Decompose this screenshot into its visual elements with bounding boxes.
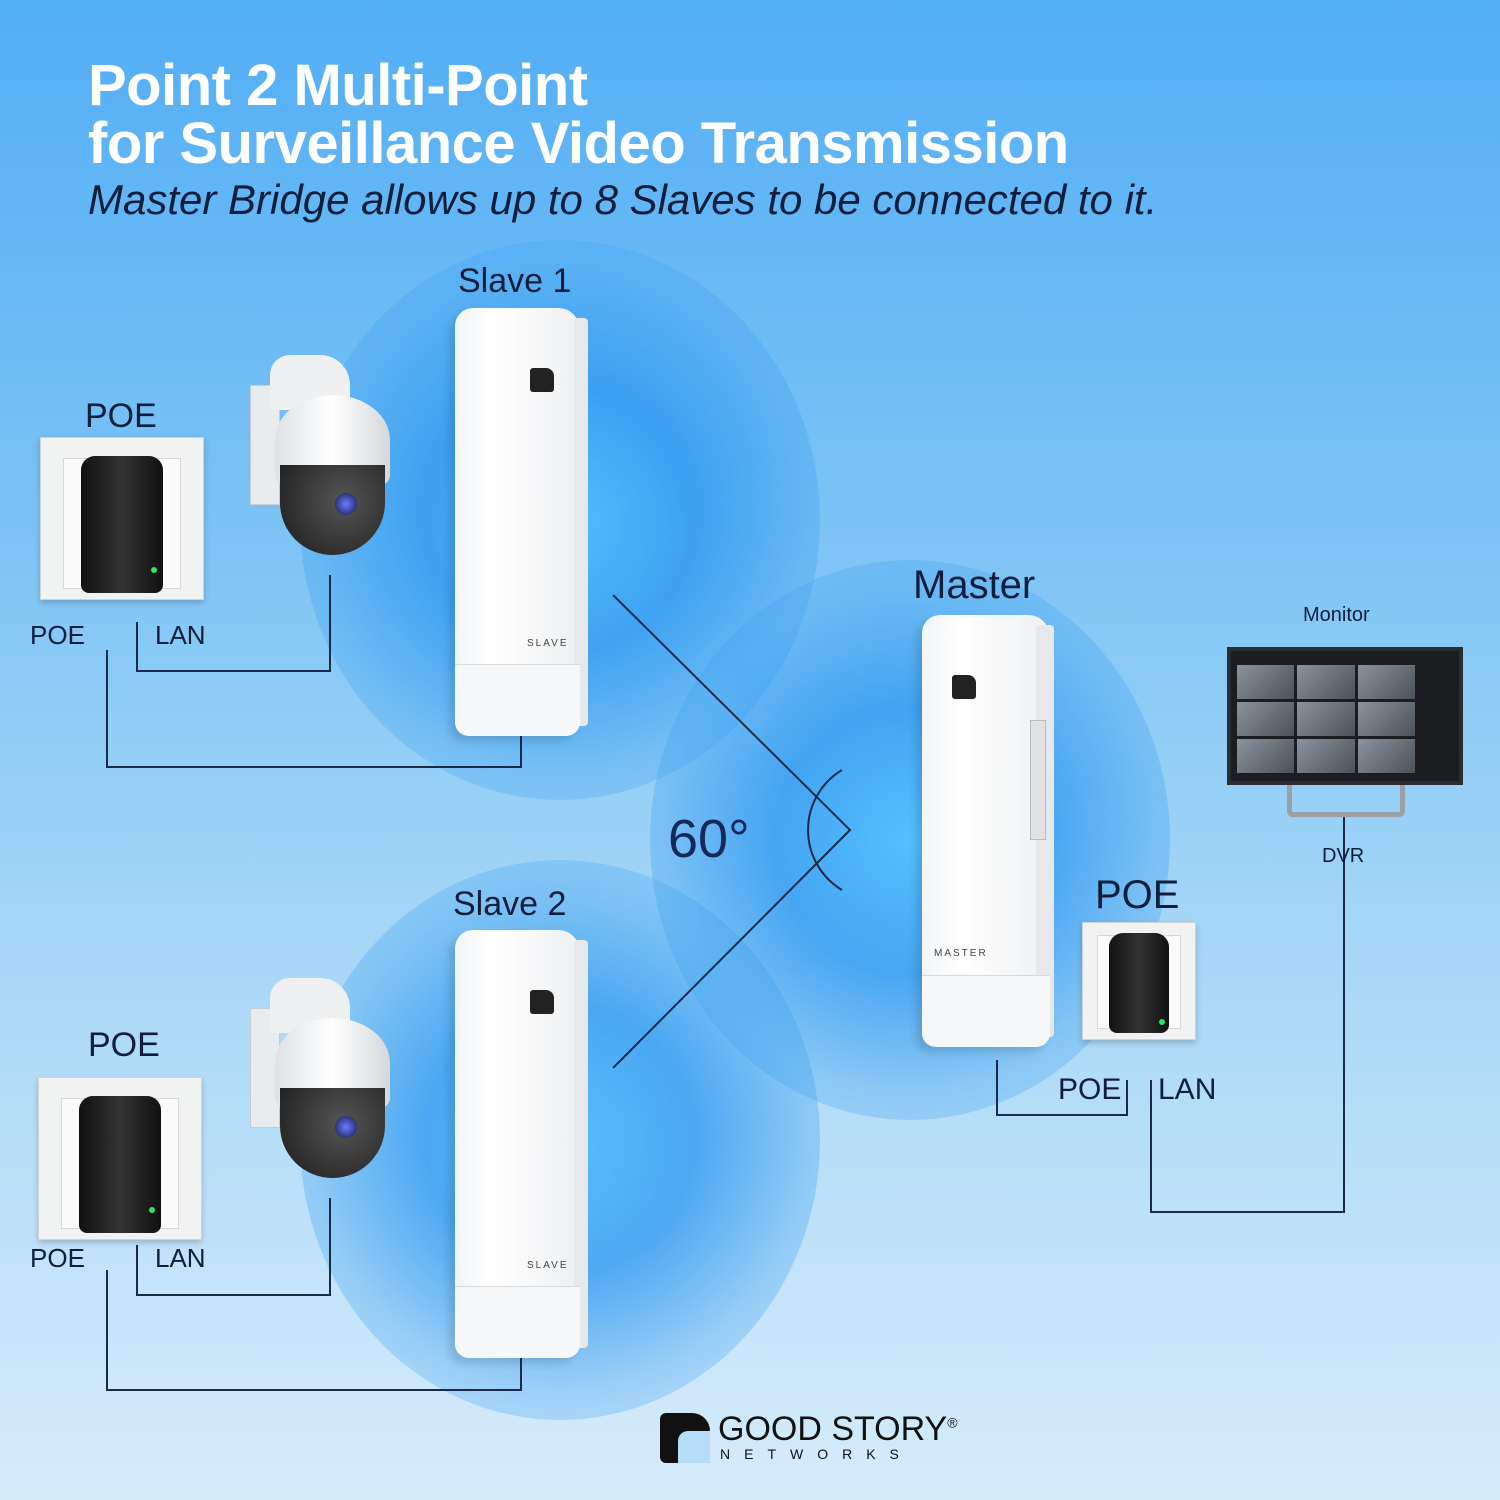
slave2-poe-cable [106, 1270, 522, 1391]
brand-name-text: GOOD STORY [718, 1410, 948, 1448]
monitor-stand [1287, 785, 1405, 817]
dvr-label: DVR [1322, 845, 1365, 867]
angle-lines [612, 594, 852, 1069]
slave2-poe-port-label: POE [30, 1243, 85, 1273]
registered-mark: ® [947, 1414, 958, 1431]
monitor-label: Monitor [1303, 604, 1370, 626]
slave2-camera [250, 968, 400, 1178]
slave1-lan-port-label: LAN [155, 620, 206, 650]
title-line1: Point 2 Multi-Point [88, 53, 588, 118]
brand-logo-icon [660, 1413, 710, 1463]
slave1-device: SLAVE [455, 308, 588, 736]
brand-name: GOOD STORY® [718, 1410, 958, 1449]
monitor-display [1227, 647, 1463, 785]
master-lan-port-label: LAN [1158, 1073, 1217, 1106]
slave2-lan-cable [136, 1198, 331, 1296]
device-text: SLAVE [527, 638, 569, 649]
slave1-poe-port-label: POE [30, 620, 85, 650]
angle-label: 60° [668, 809, 750, 869]
master-poe-adapter [1082, 922, 1196, 1040]
brand-logo-icon [530, 990, 554, 1014]
device-text: MASTER [934, 948, 988, 959]
slave2-poe-adapter [38, 1077, 202, 1240]
slave2-lan-port-label: LAN [155, 1243, 206, 1273]
brand-logo-icon [530, 368, 554, 392]
slave1-poe-adapter [40, 437, 204, 600]
subtitle: Master Bridge allows up to 8 Slaves to b… [88, 176, 1158, 223]
brand-logo-icon [952, 675, 976, 699]
slave1-poe-cable [106, 650, 522, 768]
device-text: SLAVE [527, 1260, 569, 1271]
master-label: Master [913, 563, 1036, 607]
slave1-lan-cable [136, 575, 331, 672]
angle-arc [807, 769, 843, 891]
slave2-label: Slave 2 [453, 885, 567, 923]
slave1-poe-heading: POE [85, 397, 157, 435]
master-poe-heading: POE [1095, 873, 1180, 917]
led-status-panel [1030, 720, 1046, 840]
slave2-device: SLAVE [455, 930, 588, 1358]
master-poe-cable [996, 1060, 1128, 1116]
slave2-poe-heading: POE [88, 1026, 160, 1064]
dvr-lan-cable [1150, 815, 1345, 1213]
slave1-camera [250, 345, 400, 555]
brand-subname: NETWORKS [720, 1446, 913, 1462]
master-poe-port-label: POE [1058, 1073, 1122, 1106]
title-line2: for Surveillance Video Transmission [88, 111, 1069, 176]
slave1-label: Slave 1 [458, 262, 572, 300]
master-device: MASTER [922, 615, 1054, 1047]
